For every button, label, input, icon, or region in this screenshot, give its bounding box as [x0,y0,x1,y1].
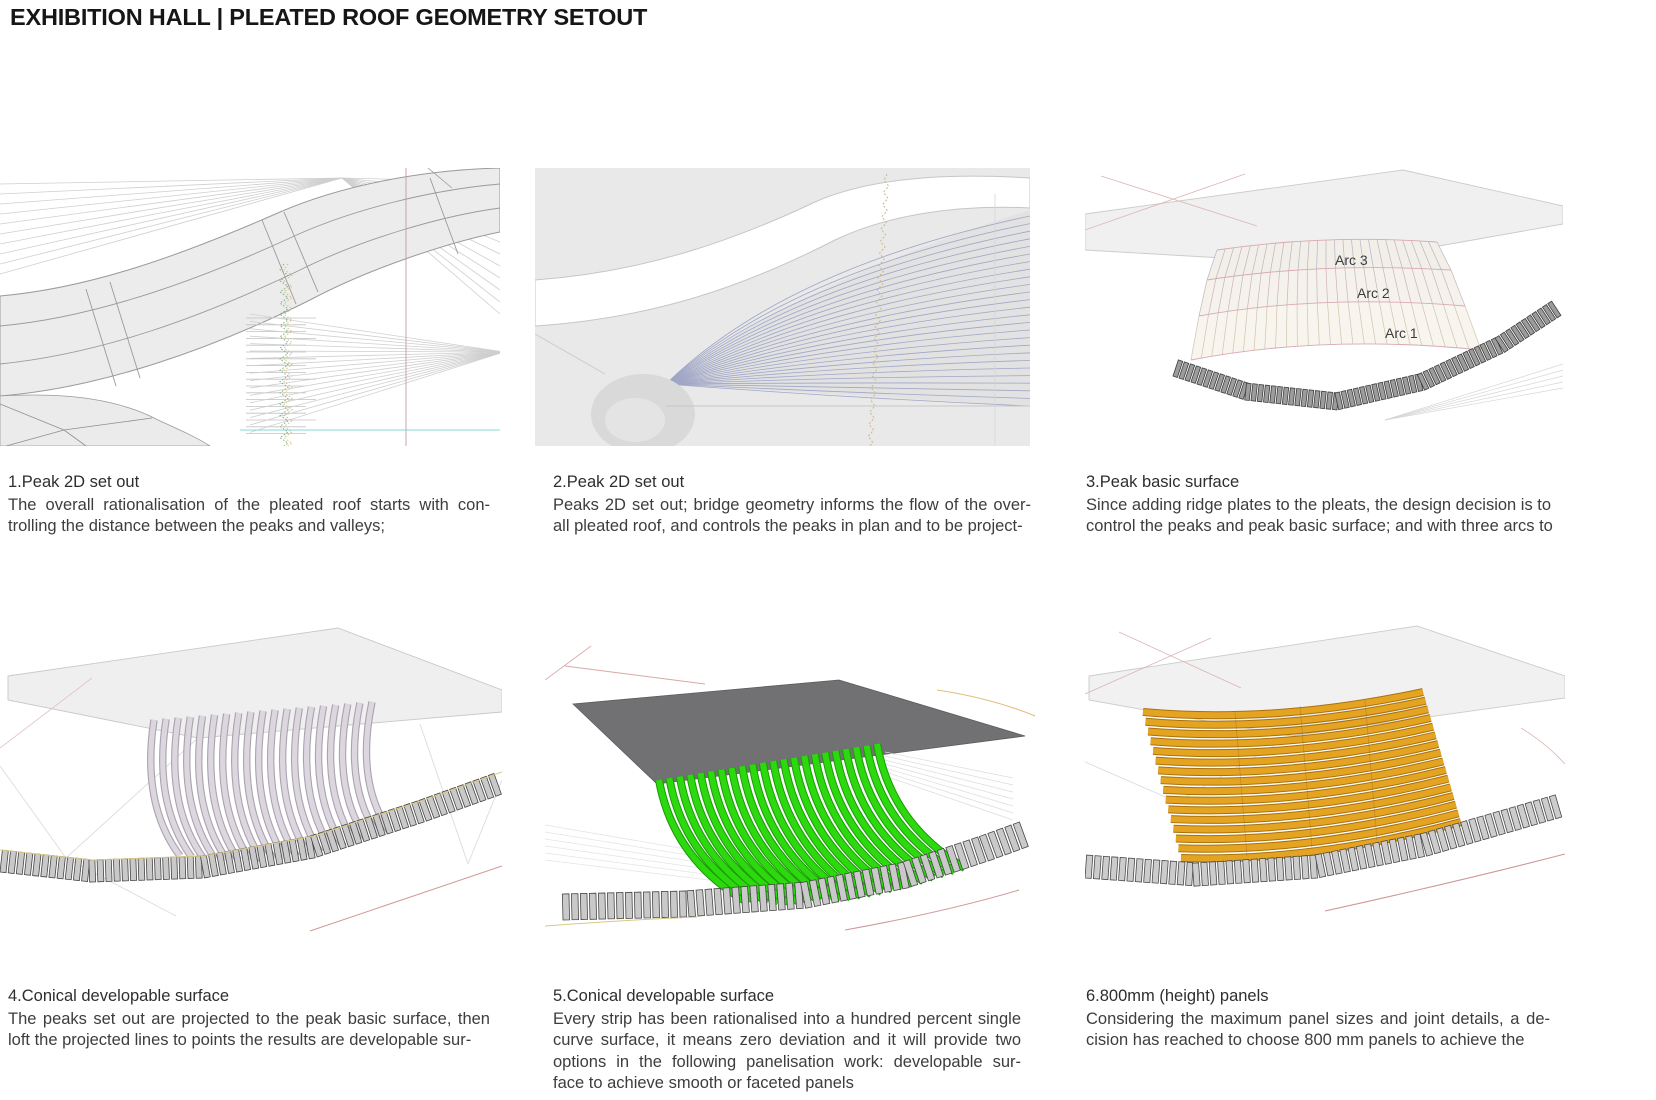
figure-2-peak-2d-setout-plan [535,168,1030,446]
arc-label: Arc 1 [1385,325,1418,341]
figure-4-conical-developable-surface [0,627,502,932]
figure-6-800mm-height-panels [1085,625,1565,912]
caption-line: curve surface, it means zero deviation a… [553,1031,1021,1049]
caption-line: Considering the maximum panel sizes and … [1086,1009,1550,1028]
caption-line: Peaks 2D set out; bridge geometry inform… [553,495,1031,514]
caption-heading: 3.Peak basic surface [1086,473,1240,491]
caption-heading: 1.Peak 2D set out [8,473,140,491]
caption-heading: 2.Peak 2D set out [553,473,685,491]
caption-heading: 4.Conical developable surface [8,987,230,1005]
figure-1-peak-2d-setout-plan [0,168,500,446]
caption-line: options in the following panelisation wo… [553,1052,1021,1071]
caption-line: control the peaks and peak basic surface… [1086,517,1553,535]
caption-line: The peaks set out are projected to the p… [8,1009,490,1028]
arc-label: Arc 3 [1335,252,1368,268]
caption-line: all pleated roof, and controls the peaks… [553,517,1023,535]
page-title: EXHIBITION HALL | PLEATED ROOF GEOMETRY … [10,4,648,30]
caption-line: Since adding ridge plates to the pleats,… [1086,495,1552,514]
caption-line: face to achieve smooth or faceted panels [553,1074,854,1092]
caption-line: loft the projected lines to points the r… [8,1031,472,1049]
arc-label: Arc 2 [1357,285,1390,301]
caption-line: cision has reached to choose 800 mm pane… [1086,1031,1525,1049]
caption-heading: 5.Conical developable surface [553,987,775,1005]
caption-line: trolling the distance between the peaks … [8,517,385,535]
figure-3-peak-basic-surface-arcs: Arc 3 Arc 2 Arc 1 [1085,169,1563,421]
caption-line: The overall rationalisation of the pleat… [8,495,490,514]
figure-5-conical-developable-surface-green [545,645,1035,931]
caption-heading: 6.800mm (height) panels [1086,987,1269,1005]
caption-line: Every strip has been rationalised into a… [553,1009,1021,1028]
